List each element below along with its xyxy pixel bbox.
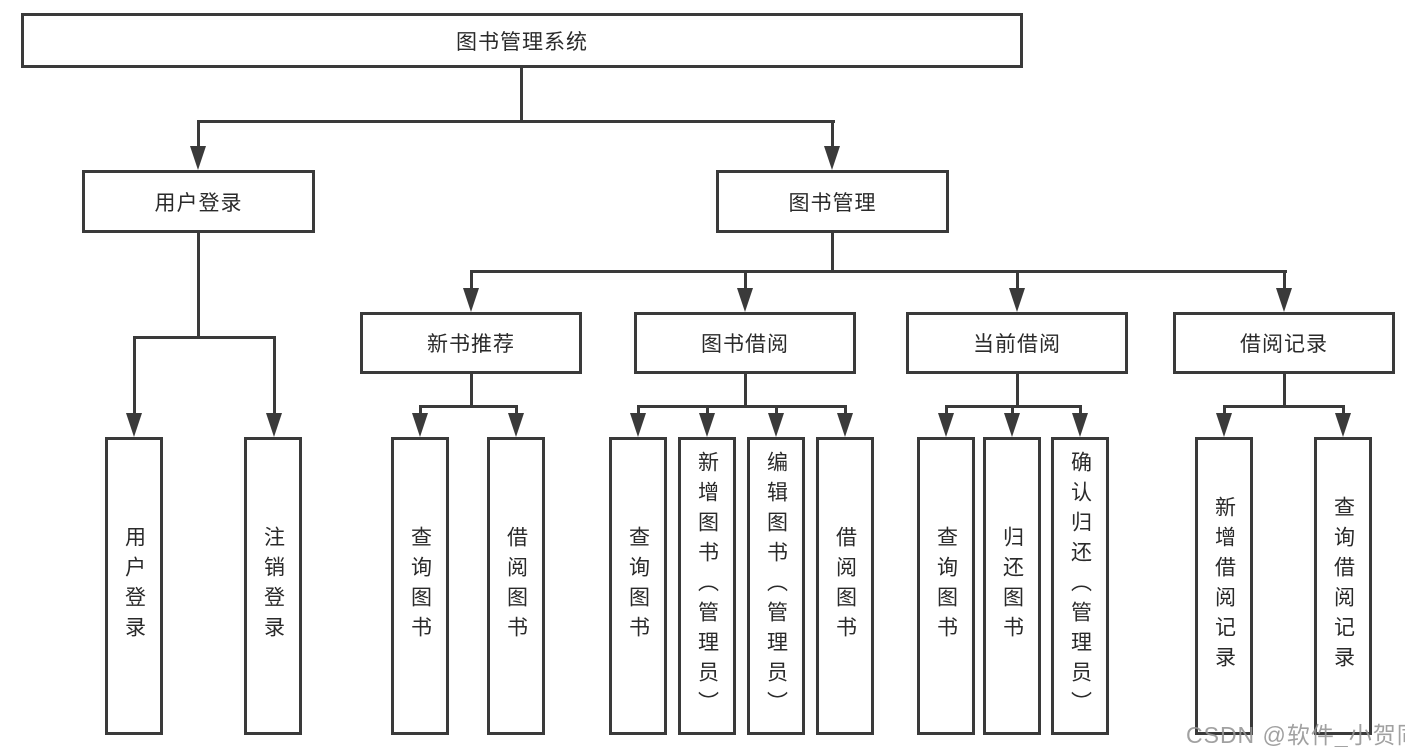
node-label: 借阅图书 — [504, 526, 528, 646]
connector-new-book-stem — [470, 374, 473, 408]
connector-book-borrow-stem — [744, 374, 747, 408]
connector-to-book-management — [831, 120, 834, 148]
arrow-down-icon — [1335, 413, 1351, 437]
node-label: 用户登录 — [122, 526, 146, 646]
node-leaf-query-books-1: 查询图书 — [391, 437, 449, 735]
arrow-down-icon — [1216, 413, 1232, 437]
arrow-down-icon — [768, 413, 784, 437]
connector-to-leaf — [844, 405, 847, 417]
arrow-down-icon — [938, 413, 954, 437]
connector-to-leaf — [419, 405, 422, 417]
node-label: 确认归还（管理员） — [1068, 451, 1092, 721]
arrow-down-icon — [463, 288, 479, 312]
connector-to-leaf — [133, 336, 136, 415]
arrow-down-icon — [837, 413, 853, 437]
arrow-down-icon — [1072, 413, 1088, 437]
node-label: 当前借阅 — [973, 333, 1061, 356]
node-current-borrow: 当前借阅 — [906, 312, 1128, 374]
connector-user-login-stem — [197, 233, 200, 336]
connector-to-leaf — [637, 405, 640, 417]
node-new-book-recommend: 新书推荐 — [360, 312, 582, 374]
node-borrow-records: 借阅记录 — [1173, 312, 1395, 374]
node-label: 新增借阅记录 — [1212, 496, 1236, 676]
connector-book-management-branch — [470, 270, 1287, 273]
node-leaf-add-book-admin: 新增图书（管理员） — [678, 437, 736, 735]
connector-to-leaf — [945, 405, 948, 417]
arrow-down-icon — [190, 146, 206, 170]
node-label: 借阅记录 — [1240, 333, 1328, 356]
connector-to-borrow-records — [1283, 270, 1286, 290]
node-label: 编辑图书（管理员） — [764, 451, 788, 721]
node-label: 图书管理 — [788, 191, 877, 215]
connector-root-branch — [197, 120, 835, 123]
arrow-down-icon — [1004, 413, 1020, 437]
arrow-down-icon — [630, 413, 646, 437]
node-library-management-system: 图书管理系统 — [21, 13, 1023, 68]
node-label: 新增图书（管理员） — [695, 451, 719, 721]
node-user-login-group: 用户登录 — [82, 170, 315, 233]
node-leaf-add-borrow-record: 新增借阅记录 — [1195, 437, 1253, 735]
arrow-down-icon — [1009, 288, 1025, 312]
arrow-down-icon — [266, 413, 282, 437]
arrow-down-icon — [508, 413, 524, 437]
arrow-down-icon — [824, 146, 840, 170]
csdn-watermark: CSDN @软件_小贺同学 — [1186, 722, 1405, 747]
connector-book-management-stem — [831, 233, 834, 273]
connector-to-leaf — [1223, 405, 1226, 417]
connector-to-leaf — [775, 405, 778, 417]
arrow-down-icon — [699, 413, 715, 437]
node-label: 借阅图书 — [833, 526, 857, 646]
node-leaf-query-books-2: 查询图书 — [609, 437, 667, 735]
node-label: 新书推荐 — [427, 333, 515, 356]
connector-book-borrow-branch — [637, 405, 847, 408]
node-leaf-user-login: 用户登录 — [105, 437, 163, 735]
node-leaf-query-books-3: 查询图书 — [917, 437, 975, 735]
node-label: 用户登录 — [154, 191, 243, 215]
arrow-down-icon — [412, 413, 428, 437]
arrow-down-icon — [126, 413, 142, 437]
node-book-management: 图书管理 — [716, 170, 949, 233]
node-label: 查询借阅记录 — [1331, 496, 1355, 676]
node-leaf-borrow-books-2: 借阅图书 — [816, 437, 874, 735]
node-label: 图书借阅 — [701, 333, 789, 356]
node-leaf-logout: 注销登录 — [244, 437, 302, 735]
connector-root-stem — [520, 68, 523, 120]
connector-current-borrow-stem — [1016, 374, 1019, 408]
connector-borrow-records-branch — [1223, 405, 1345, 408]
node-label: 图书管理系统 — [456, 30, 588, 54]
node-leaf-query-borrow-record: 查询借阅记录 — [1314, 437, 1372, 735]
node-label: 注销登录 — [261, 526, 285, 646]
connector-user-login-branch — [133, 336, 276, 339]
connector-borrow-records-stem — [1283, 374, 1286, 408]
node-leaf-return-book: 归还图书 — [983, 437, 1041, 735]
connector-to-new-book — [470, 270, 473, 290]
connector-to-user-login — [197, 120, 200, 148]
node-leaf-confirm-return-admin: 确认归还（管理员） — [1051, 437, 1109, 735]
connector-to-leaf — [1011, 405, 1014, 417]
node-leaf-borrow-books-1: 借阅图书 — [487, 437, 545, 735]
node-label: 查询图书 — [626, 526, 650, 646]
connector-to-leaf — [1342, 405, 1345, 417]
connector-to-leaf — [1079, 405, 1082, 417]
connector-to-current-borrow — [1016, 270, 1019, 290]
connector-to-leaf — [273, 336, 276, 415]
arrow-down-icon — [1276, 288, 1292, 312]
connector-to-leaf — [515, 405, 518, 417]
node-book-borrow: 图书借阅 — [634, 312, 856, 374]
node-label: 归还图书 — [1000, 526, 1024, 646]
node-leaf-edit-book-admin: 编辑图书（管理员） — [747, 437, 805, 735]
connector-to-leaf — [706, 405, 709, 417]
connector-new-book-branch — [419, 405, 518, 408]
node-label: 查询图书 — [408, 526, 432, 646]
node-label: 查询图书 — [934, 526, 958, 646]
arrow-down-icon — [737, 288, 753, 312]
connector-to-book-borrow — [744, 270, 747, 290]
